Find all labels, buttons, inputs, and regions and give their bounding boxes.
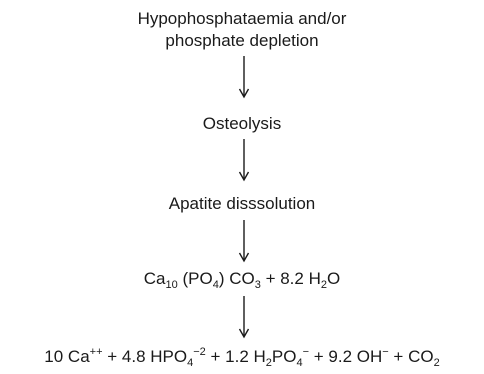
- product-h2po4-subscript: 4: [296, 357, 303, 369]
- product-hpo4: + 4.8 HPO: [102, 347, 188, 366]
- product-h2po4-po: PO: [271, 347, 297, 366]
- product-hpo4-subscript: 4: [187, 357, 194, 369]
- arrow-down-icon: [238, 220, 250, 263]
- node-apatite-formula: Ca10 (PO4) CO3 + 8.2 H2O: [0, 268, 484, 291]
- product-hpo4-charge: −2: [193, 346, 206, 358]
- arrow-4: [237, 296, 251, 340]
- formula-water-subscript: 2: [320, 279, 327, 291]
- arrow-down-icon: [238, 139, 250, 182]
- node-depletion-line-1: Hypophosphataemia and/or: [137, 9, 347, 28]
- product-hydroxide: + 9.2 OH: [309, 347, 383, 366]
- product-h2po4-charge: −: [302, 346, 310, 358]
- arrow-1: [237, 56, 251, 100]
- node-phosphate-depletion: Hypophosphataemia and/or phosphate deple…: [0, 8, 484, 52]
- formula-water: + 8.2 H: [260, 269, 321, 288]
- node-depletion-line-2: phosphate depletion: [165, 31, 319, 50]
- product-calcium: 10 Ca: [44, 347, 90, 366]
- product-co2-subscript: 2: [433, 357, 440, 369]
- formula-co-subscript: 3: [254, 279, 261, 291]
- formula-co: ) CO: [218, 269, 255, 288]
- product-hydroxide-charge: −: [382, 346, 389, 358]
- product-h2po4-h: + 1.2 H: [205, 347, 266, 366]
- node-apatite-dissolution: Apatite disssolution: [168, 194, 316, 213]
- arrow-down-icon: [238, 296, 250, 339]
- formula-po: (PO: [177, 269, 213, 288]
- arrow-3: [237, 220, 251, 264]
- product-co2: + CO: [388, 347, 434, 366]
- arrow-2: [237, 139, 251, 183]
- node-osteolysis: Osteolysis: [202, 114, 282, 133]
- product-h2po4-h-subscript: 2: [265, 357, 272, 369]
- formula-ca: Ca: [143, 269, 166, 288]
- product-calcium-charge: ++: [89, 346, 103, 358]
- arrow-down-icon: [238, 56, 250, 99]
- formula-ca-subscript: 10: [165, 279, 178, 291]
- formula-po-subscript: 4: [212, 279, 219, 291]
- formula-oxygen: O: [326, 269, 341, 288]
- node-products-formula: 10 Ca++ + 4.8 HPO4−2 + 1.2 H2PO4− + 9.2 …: [0, 346, 484, 369]
